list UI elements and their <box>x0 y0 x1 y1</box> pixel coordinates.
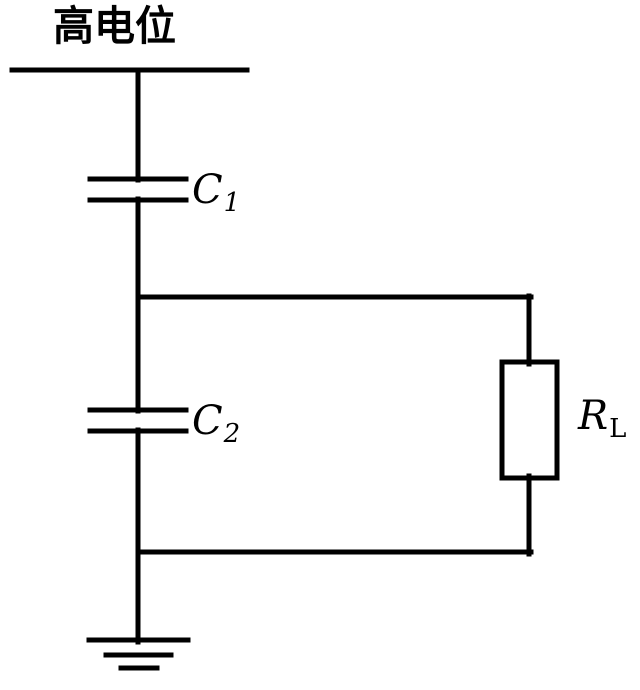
resistor-rl-body <box>499 359 560 481</box>
